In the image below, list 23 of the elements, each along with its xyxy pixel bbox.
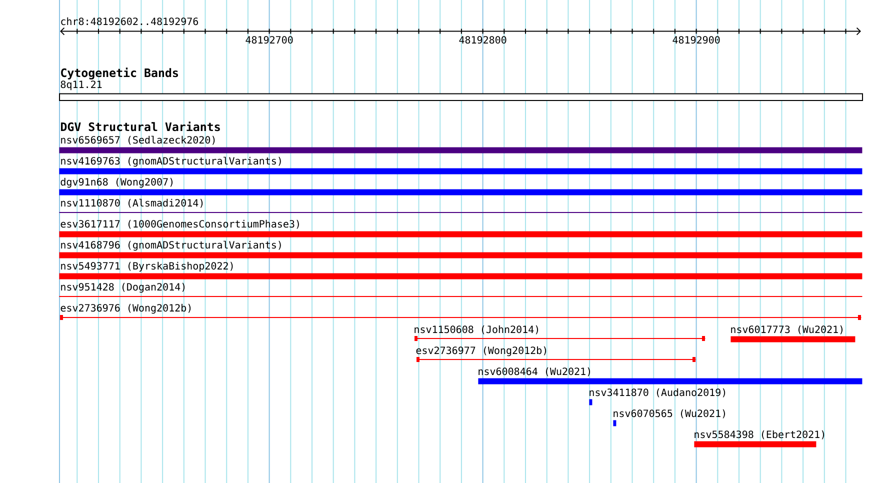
variant-label: nsv6569657 (Sedlazeck2020) bbox=[61, 136, 215, 145]
variant-label: nsv6070565 (Wu2021) bbox=[614, 409, 725, 418]
variant-label: nsv1110870 (Alsmadi2014) bbox=[61, 198, 203, 208]
track-heading: DGV Structural Variants bbox=[61, 122, 220, 132]
tick-label: 48192900 bbox=[672, 36, 720, 44]
variant-label: dgv91n68 (Wong2007) bbox=[60, 178, 172, 188]
variant-label: nsv6008464 (Wu2021) bbox=[478, 367, 590, 376]
variant-label: nsv6017773 (Wu2021) bbox=[731, 325, 842, 334]
band-label: 8q11.21 bbox=[60, 80, 102, 90]
track-heading: Cytogenetic Bands bbox=[61, 68, 178, 80]
variant-label: nsv5584398 (Ebert2021) bbox=[694, 430, 824, 440]
variant-label: esv3617117 (1000GenomesConsortiumPhase3) bbox=[60, 220, 299, 229]
location-label: chr8:48192602..48192976 bbox=[61, 17, 198, 26]
variant-label: nsv4168796 (gnomADStructuralVariants) bbox=[61, 240, 281, 251]
variant-label: esv2736977 (Wong2012b) bbox=[416, 346, 546, 356]
tick-label: 48192800 bbox=[459, 36, 506, 44]
variant-label: nsv5493771 (ByrskaBishop2022) bbox=[61, 262, 233, 272]
variant-label: esv2736976 (Wong2012b) bbox=[60, 304, 191, 314]
variant-label: nsv4169763 (gnomADStructuralVariants) bbox=[61, 156, 281, 167]
variant-label: nsv1150608 (John2014) bbox=[414, 325, 538, 334]
variant-label: nsv951428 (Dogan2014) bbox=[61, 282, 185, 293]
variant-label: nsv3411870 (Audano2019) bbox=[590, 388, 726, 398]
tick-label: 48192700 bbox=[246, 36, 293, 44]
